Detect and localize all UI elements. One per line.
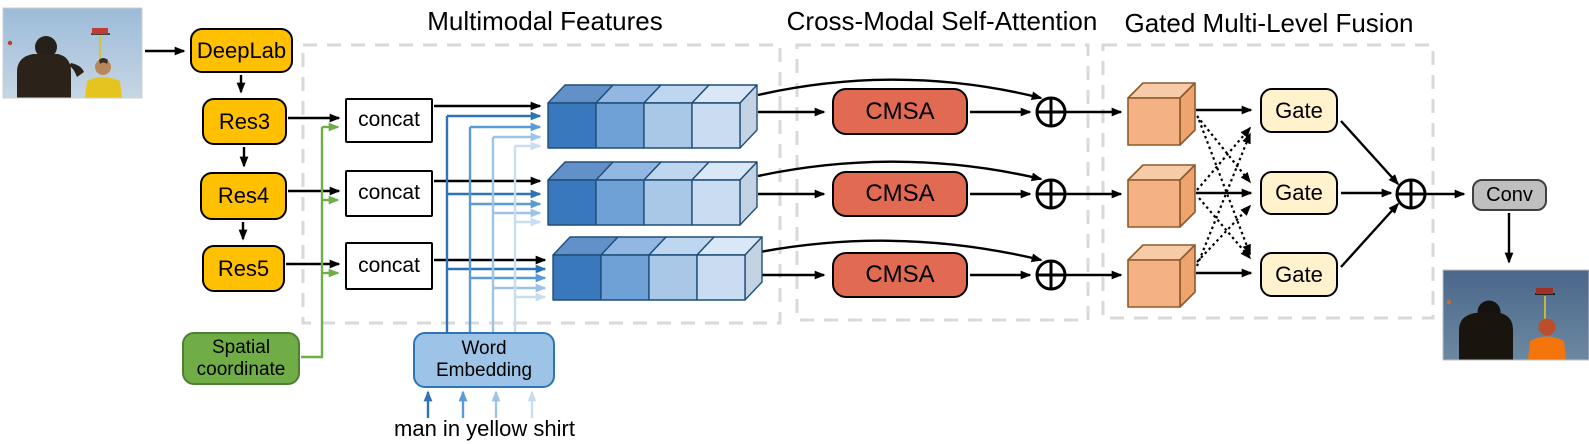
word-embedding-box: Word Embedding (413, 332, 555, 388)
concat-box-2: concat (345, 170, 433, 217)
concat-box-1: concat (345, 98, 433, 143)
res4-box: Res4 (200, 172, 287, 220)
skip-connection-3 (759, 239, 1043, 263)
sum-node-2 (1035, 178, 1067, 210)
gate-box-1: Gate (1260, 88, 1338, 133)
cmsa-box-3: CMSA (832, 252, 968, 298)
dotted-cross-arrows (1195, 115, 1252, 267)
attended-feature-cube-1 (1127, 82, 1196, 146)
gate-box-2: Gate (1260, 171, 1338, 215)
multimodal-features-region (301, 43, 782, 325)
section-title-multimodal-features: Multimodal Features (427, 6, 663, 36)
attended-feature-cube-2 (1127, 164, 1196, 228)
sum-node-3 (1035, 259, 1067, 291)
black-arrows (145, 46, 1514, 280)
section-title-cross-modal: Cross-Modal Self-Attention (786, 6, 1098, 36)
cmsa-box-1: CMSA (832, 88, 968, 135)
skip-connection-1 (757, 78, 1043, 101)
multimodal-feature-row-3 (552, 236, 763, 301)
output-image-border (1442, 269, 1589, 361)
multimodal-feature-row-1 (547, 84, 758, 149)
sum-node-fusion (1395, 178, 1427, 210)
deeplab-box: DeepLab (190, 28, 293, 73)
concat-box-3: concat (345, 242, 433, 290)
attended-feature-cube-3 (1127, 244, 1196, 308)
skip-connection-2 (757, 160, 1043, 182)
gate-box-3: Gate (1260, 252, 1338, 297)
gated-fusion-region (1101, 43, 1435, 320)
res5-box: Res5 (202, 245, 285, 292)
input-image (3, 8, 142, 98)
word-embedding-arrows (423, 111, 547, 418)
spatial-coordinate-arrows (301, 122, 340, 359)
sum-node-1 (1035, 96, 1067, 128)
conv-box: Conv (1472, 179, 1547, 211)
cmsa-box-2: CMSA (832, 171, 968, 217)
spatial-coordinate-box: Spatial coordinate (182, 332, 300, 385)
multimodal-feature-row-2 (547, 161, 758, 226)
res3-box: Res3 (202, 98, 287, 145)
cross-modal-region (795, 43, 1090, 322)
input-image-border (2, 7, 143, 99)
output-image (1443, 270, 1589, 360)
section-title-gated-fusion: Gated Multi-Level Fusion (1124, 8, 1414, 38)
query-text: man in yellow shirt (394, 416, 575, 441)
